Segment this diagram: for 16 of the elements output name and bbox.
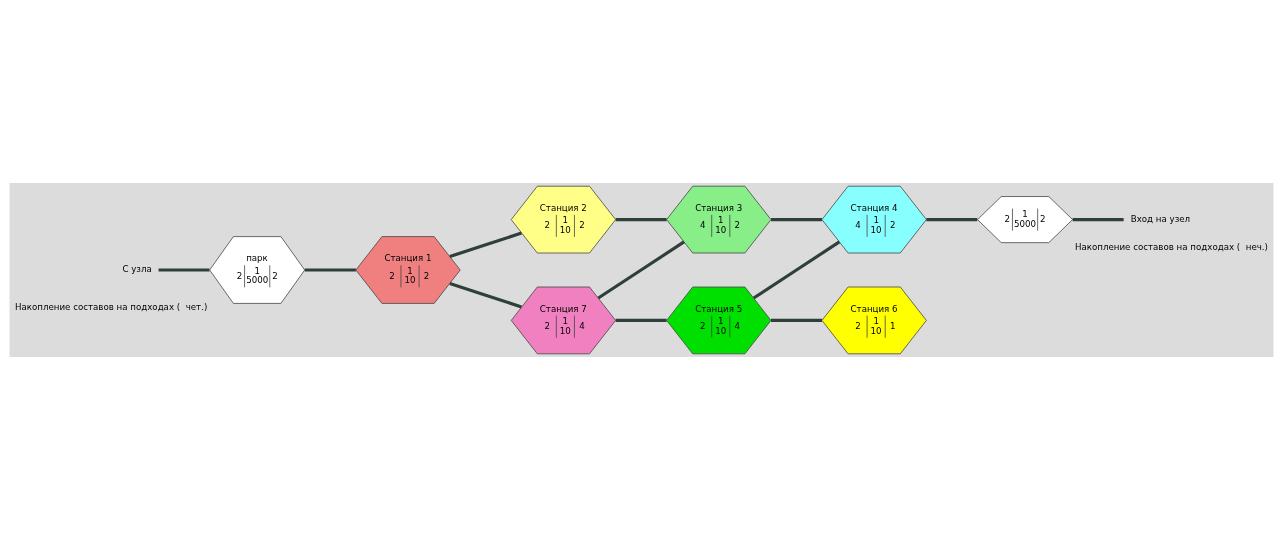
connector bbox=[304, 268, 356, 272]
connector bbox=[752, 240, 841, 300]
node-label: Накопление составов на подходах ( неч.) bbox=[1074, 241, 1268, 252]
connector bbox=[615, 218, 667, 222]
connector bbox=[615, 318, 667, 322]
connector bbox=[926, 218, 978, 222]
connector bbox=[771, 218, 822, 222]
node-text: С узла bbox=[122, 264, 152, 275]
connector bbox=[1072, 218, 1124, 222]
connector bbox=[597, 240, 685, 300]
node-label: Накопление составов на подходах ( чет.) bbox=[14, 302, 208, 313]
connector bbox=[158, 268, 210, 272]
connector bbox=[771, 318, 822, 322]
connector bbox=[449, 231, 522, 259]
connector bbox=[449, 281, 522, 309]
node-text: Вход на узел bbox=[1130, 213, 1191, 224]
